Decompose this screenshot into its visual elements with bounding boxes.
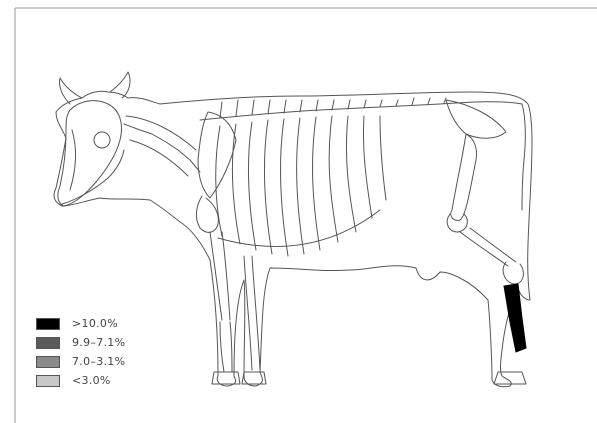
nasal-line — [70, 130, 76, 190]
legend: >10.0% 9.9–7.1% 7.0–3.1% <3.0% — [36, 314, 125, 390]
pelvis — [446, 100, 506, 138]
legend-swatch — [36, 318, 60, 330]
spine — [200, 102, 522, 120]
legend-item: 9.9–7.1% — [36, 333, 125, 352]
stifle — [447, 214, 467, 232]
legend-swatch — [36, 356, 60, 368]
hind-hoof — [494, 372, 526, 384]
legend-item: >10.0% — [36, 314, 125, 333]
jaw — [62, 150, 124, 204]
tibia — [460, 228, 516, 266]
tail-vertebrae — [522, 104, 525, 210]
legend-label: 9.9–7.1% — [72, 336, 125, 349]
cervical-outline — [126, 116, 196, 176]
legend-swatch — [36, 337, 60, 349]
rib-cage — [216, 116, 386, 256]
cervical-vertebrae — [124, 124, 200, 172]
eye-orbit — [94, 132, 110, 148]
legend-label: 7.0–3.1% — [72, 355, 125, 368]
legend-label: >10.0% — [72, 317, 118, 330]
cow-body-outline — [54, 91, 532, 387]
fore-metacarpus — [220, 322, 232, 372]
legend-label: <3.0% — [72, 374, 111, 387]
humerus — [196, 196, 218, 232]
femur — [451, 134, 477, 220]
legend-item: 7.0–3.1% — [36, 352, 125, 371]
radius-ulna — [210, 232, 230, 320]
skull — [58, 101, 122, 206]
scapula — [198, 112, 236, 198]
legend-item: <3.0% — [36, 371, 125, 390]
horn-left — [59, 78, 82, 104]
legend-swatch — [36, 375, 60, 387]
